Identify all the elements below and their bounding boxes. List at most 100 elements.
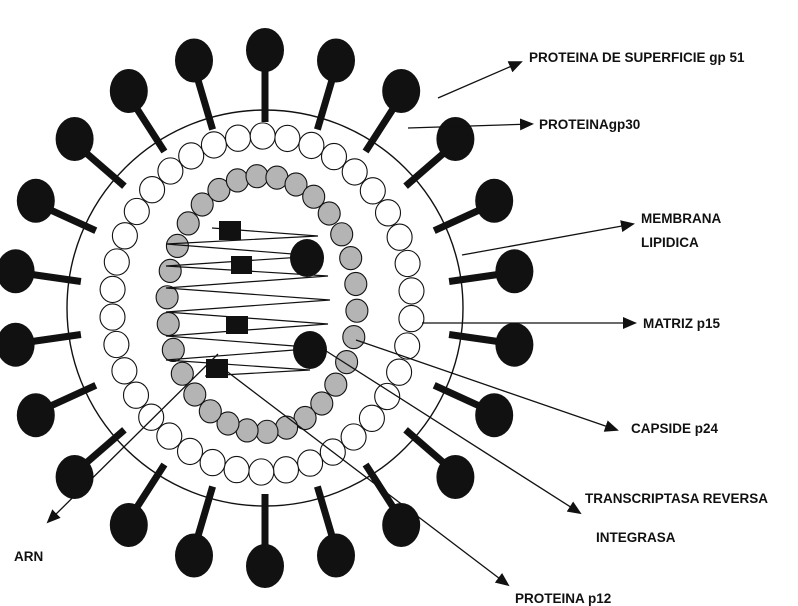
label-gp30: PROTEINAgp30 (539, 117, 640, 132)
protein-gp51-head (175, 39, 213, 83)
matrix-protein-p15 (157, 423, 182, 449)
protein-gp51-head (110, 69, 148, 113)
protein-gp51-head (0, 249, 35, 293)
protein-gp51-head (382, 69, 420, 113)
protein-gp51-head (495, 323, 533, 367)
capsid-protein-p24 (157, 312, 179, 335)
matrix-protein-p15 (359, 405, 384, 431)
matrix-protein-p15 (178, 438, 203, 464)
protein-gp51-head (495, 249, 533, 293)
capsid-protein-p24 (343, 326, 365, 349)
protein-gp30-stalk (434, 209, 481, 231)
capsid-protein-p24 (331, 223, 353, 246)
matrix-protein-p15 (322, 143, 347, 169)
surface-proteins (0, 28, 533, 588)
matrix-protein-p15 (139, 404, 164, 430)
matrix-protein-p15 (399, 305, 424, 331)
arrow-gp51 (438, 62, 521, 98)
enzyme-upper (290, 239, 324, 277)
label-membrana-line2: LIPIDICA (641, 235, 699, 250)
capsid-protein-p24 (325, 373, 347, 396)
protein-gp51-head (436, 455, 474, 499)
arrow-membrana (462, 224, 633, 255)
protein-gp51-head (110, 503, 148, 547)
matrix-protein-p15 (100, 276, 125, 302)
protein-gp30-stalk (434, 385, 481, 407)
protein-gp51-head (56, 117, 94, 161)
capsid-protein-p24 (159, 259, 181, 282)
protein-gp30-stalk (406, 430, 445, 464)
matrix-protein-p15 (387, 359, 412, 385)
matrix-protein-p15 (104, 331, 129, 357)
protein-gp51-head (317, 534, 355, 578)
label-membrana-line1: MEMBRANA (641, 211, 721, 226)
protein-gp30-stalk (198, 487, 213, 537)
matrix-protein-p15 (249, 459, 274, 485)
matrix-protein-p15 (112, 358, 137, 384)
protein-gp51-head (475, 393, 513, 437)
protein-gp51-head (246, 544, 284, 588)
protein-gp51-head (436, 117, 474, 161)
matrix-protein-p15 (112, 223, 137, 249)
protein-p12-square (226, 316, 248, 334)
matrix-protein-p15 (298, 450, 323, 476)
label-matriz: MATRIZ p15 (643, 316, 720, 331)
label-capside: CAPSIDE p24 (631, 421, 719, 436)
matrix-protein-p15 (299, 132, 324, 158)
matrix-protein-p15 (104, 249, 129, 275)
matrix-protein-p15 (342, 159, 367, 185)
protein-gp30-stalk (29, 274, 81, 281)
matrix-protein-p15 (124, 198, 149, 224)
matrix-protein-p15 (250, 123, 275, 149)
protein-gp51-head (382, 503, 420, 547)
capsid-protein-p24 (346, 299, 368, 322)
capsid-protein-p24 (162, 338, 184, 361)
protein-gp30-stalk (136, 108, 164, 152)
label-integrasa: INTEGRASA (596, 530, 676, 545)
capsid-ring (156, 165, 368, 444)
matrix-protein-p15 (274, 457, 299, 483)
protein-gp30-stalk (49, 385, 96, 407)
protein-gp51-head (317, 39, 355, 83)
capsid-protein-p24 (184, 383, 206, 406)
protein-gp30-stalk (198, 80, 213, 130)
matrix-protein-p15 (341, 424, 366, 450)
protein-gp30-stalk (406, 152, 445, 186)
enzyme-lower (293, 331, 327, 369)
matrix-protein-p15 (140, 177, 165, 203)
protein-gp51-head (0, 323, 35, 367)
protein-gp51-head (175, 534, 213, 578)
matrix-protein-p15 (376, 200, 401, 226)
matrix-protein-p15 (124, 382, 149, 408)
capsid-protein-p24 (318, 202, 340, 225)
protein-gp51-head (56, 455, 94, 499)
capsid-protein-p24 (226, 169, 248, 192)
protein-gp30-stalk (85, 430, 124, 464)
matrix-protein-p15 (387, 224, 412, 250)
matrix-protein-p15 (360, 178, 385, 204)
protein-gp30-stalk (136, 465, 164, 509)
protein-gp51-head (475, 179, 513, 223)
protein-gp30-stalk (49, 209, 96, 231)
matrix-protein-p15 (179, 143, 204, 169)
protein-gp30-stalk (317, 80, 332, 130)
capsid-protein-p24 (336, 351, 358, 374)
protein-gp30-stalk (366, 108, 394, 152)
protein-p12-square (231, 256, 252, 274)
protein-gp30-stalk (449, 274, 501, 281)
protein-gp51-head (17, 393, 55, 437)
capsid-protein-p24 (340, 247, 362, 270)
protein-gp30-stalk (317, 487, 332, 537)
label-arn: ARN (14, 549, 43, 564)
matrix-protein-p15 (224, 456, 249, 482)
protein-gp51-head (246, 28, 284, 72)
capsid-protein-p24 (246, 165, 268, 188)
matrix-protein-p15 (395, 250, 420, 276)
capsid-protein-p24 (276, 416, 298, 439)
matrix-protein-p15 (226, 125, 251, 151)
matrix-protein-p15 (200, 449, 225, 475)
matrix-protein-p15 (275, 125, 300, 151)
matrix-protein-p15 (100, 304, 125, 330)
protein-gp30-stalk (449, 335, 501, 342)
